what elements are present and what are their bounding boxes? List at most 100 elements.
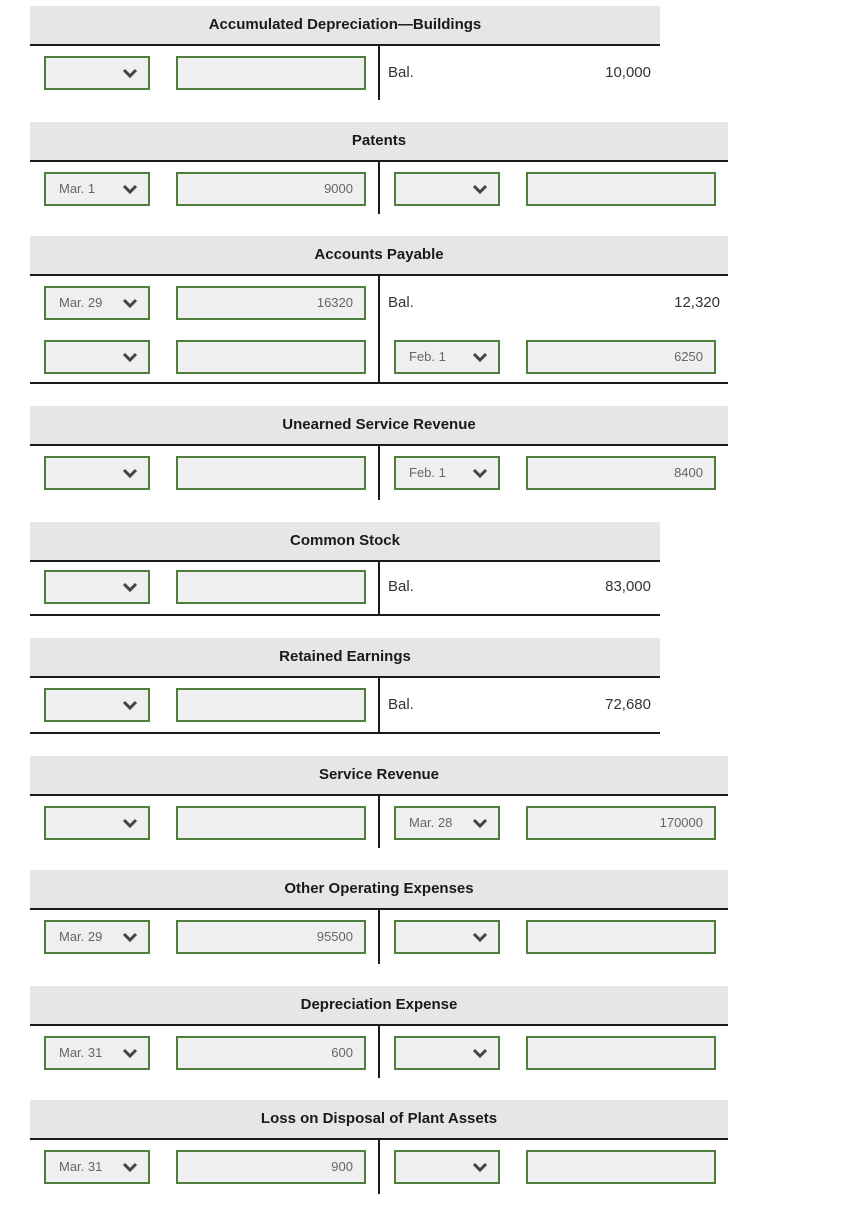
t-account-unearned-service-revenue: Unearned Service Revenue Feb. 1 8400 xyxy=(30,406,728,500)
account-body: Bal. 83,000 xyxy=(30,562,660,616)
debit-amount-input[interactable] xyxy=(176,688,366,722)
credit-date-select[interactable] xyxy=(394,920,500,954)
chevron-down-icon xyxy=(122,184,138,195)
account-row: Mar. 29 95500 xyxy=(30,920,728,954)
chevron-down-icon xyxy=(472,468,488,479)
debit-date-select[interactable]: Mar. 29 xyxy=(44,286,150,320)
t-divider xyxy=(378,1140,380,1194)
debit-amount-input[interactable] xyxy=(176,456,366,490)
t-divider xyxy=(378,446,380,500)
credit-date-select[interactable] xyxy=(394,1150,500,1184)
debit-date-select[interactable] xyxy=(44,570,150,604)
account-body: Feb. 1 8400 xyxy=(30,446,728,500)
account-body: Mar. 31 900 xyxy=(30,1140,728,1194)
account-title: Patents xyxy=(30,122,728,162)
t-divider xyxy=(378,796,380,848)
debit-amount-value: 900 xyxy=(331,1159,353,1174)
account-body: Bal. 10,000 xyxy=(30,46,660,100)
debit-amount-input[interactable]: 900 xyxy=(176,1150,366,1184)
debit-date-select[interactable]: Mar. 31 xyxy=(44,1036,150,1070)
account-title: Depreciation Expense xyxy=(30,986,728,1026)
debit-amount-input[interactable]: 9000 xyxy=(176,172,366,206)
debit-date-value: Mar. 31 xyxy=(59,1045,103,1060)
credit-amount-input[interactable]: 6250 xyxy=(526,340,716,374)
account-row: Bal. 83,000 xyxy=(30,570,660,604)
t-account-service-revenue: Service Revenue Mar. 28 170000 xyxy=(30,756,728,848)
debit-amount-value: 16320 xyxy=(316,295,353,310)
chevron-down-icon xyxy=(122,1048,138,1059)
debit-date-value: Mar. 1 xyxy=(59,181,96,196)
account-body: Mar. 29 95500 xyxy=(30,910,728,964)
account-title: Loss on Disposal of Plant Assets xyxy=(30,1100,728,1140)
credit-amount-input[interactable] xyxy=(526,1150,716,1184)
bottom-rule xyxy=(30,382,728,384)
account-body: Bal. 72,680 xyxy=(30,678,660,734)
debit-amount-input[interactable] xyxy=(176,340,366,374)
chevron-down-icon xyxy=(472,818,488,829)
credit-date-select[interactable]: Mar. 28 xyxy=(394,806,500,840)
debit-date-select[interactable] xyxy=(44,340,150,374)
credit-amount-input[interactable] xyxy=(526,1036,716,1070)
chevron-down-icon xyxy=(122,1162,138,1173)
account-body: Mar. 29 16320 Bal. 12,320 Feb. 1 6250 xyxy=(30,276,728,384)
chevron-down-icon xyxy=(472,352,488,363)
t-divider xyxy=(378,562,380,616)
balance-value: 12,320 xyxy=(674,294,720,311)
account-row: Mar. 31 900 xyxy=(30,1150,728,1184)
debit-amount-input[interactable]: 95500 xyxy=(176,920,366,954)
account-row: Mar. 28 170000 xyxy=(30,806,728,840)
chevron-down-icon xyxy=(122,352,138,363)
chevron-down-icon xyxy=(472,932,488,943)
debit-date-select[interactable]: Mar. 1 xyxy=(44,172,150,206)
debit-date-select[interactable] xyxy=(44,56,150,90)
account-row: Feb. 1 8400 xyxy=(30,456,728,490)
credit-amount-input[interactable] xyxy=(526,920,716,954)
debit-date-select[interactable]: Mar. 29 xyxy=(44,920,150,954)
credit-date-value: Feb. 1 xyxy=(409,465,446,480)
credit-date-select[interactable] xyxy=(394,1036,500,1070)
debit-amount-value: 9000 xyxy=(324,181,353,196)
credit-amount-input[interactable] xyxy=(526,172,716,206)
bottom-rule xyxy=(30,732,660,734)
chevron-down-icon xyxy=(472,184,488,195)
credit-date-select[interactable]: Feb. 1 xyxy=(394,456,500,490)
credit-amount-input[interactable]: 8400 xyxy=(526,456,716,490)
debit-amount-input[interactable] xyxy=(176,570,366,604)
account-body: Mar. 1 9000 xyxy=(30,162,728,214)
t-divider xyxy=(378,162,380,214)
debit-amount-input[interactable] xyxy=(176,56,366,90)
debit-amount-input[interactable] xyxy=(176,806,366,840)
t-account-accounts-payable: Accounts Payable Mar. 29 16320 Bal. 12,3… xyxy=(30,236,728,384)
chevron-down-icon xyxy=(122,68,138,79)
chevron-down-icon xyxy=(472,1048,488,1059)
account-body: Mar. 31 600 xyxy=(30,1026,728,1078)
credit-date-select[interactable]: Feb. 1 xyxy=(394,340,500,374)
t-account-accumulated-depreciation-buildings: Accumulated Depreciation—Buildings Bal. … xyxy=(30,6,660,100)
credit-amount-input[interactable]: 170000 xyxy=(526,806,716,840)
debit-date-select[interactable] xyxy=(44,456,150,490)
account-title: Unearned Service Revenue xyxy=(30,406,728,446)
account-title: Retained Earnings xyxy=(30,638,660,678)
credit-amount-value: 170000 xyxy=(659,815,703,830)
debit-amount-value: 95500 xyxy=(316,929,353,944)
debit-amount-input[interactable]: 600 xyxy=(176,1036,366,1070)
debit-amount-input[interactable]: 16320 xyxy=(176,286,366,320)
debit-date-select[interactable]: Mar. 31 xyxy=(44,1150,150,1184)
account-title: Service Revenue xyxy=(30,756,728,796)
balance-value: 72,680 xyxy=(605,696,651,713)
chevron-down-icon xyxy=(122,468,138,479)
chevron-down-icon xyxy=(122,582,138,593)
t-divider xyxy=(378,1026,380,1078)
debit-date-select[interactable] xyxy=(44,806,150,840)
bottom-rule xyxy=(30,614,660,616)
account-row: Mar. 29 16320 Bal. 12,320 xyxy=(30,286,728,320)
credit-date-select[interactable] xyxy=(394,172,500,206)
chevron-down-icon xyxy=(122,700,138,711)
credit-date-value: Mar. 28 xyxy=(409,815,453,830)
account-title: Accounts Payable xyxy=(30,236,728,276)
t-divider xyxy=(378,276,380,384)
chevron-down-icon xyxy=(122,298,138,309)
credit-date-value: Feb. 1 xyxy=(409,349,446,364)
debit-date-select[interactable] xyxy=(44,688,150,722)
debit-amount-value: 600 xyxy=(331,1045,353,1060)
